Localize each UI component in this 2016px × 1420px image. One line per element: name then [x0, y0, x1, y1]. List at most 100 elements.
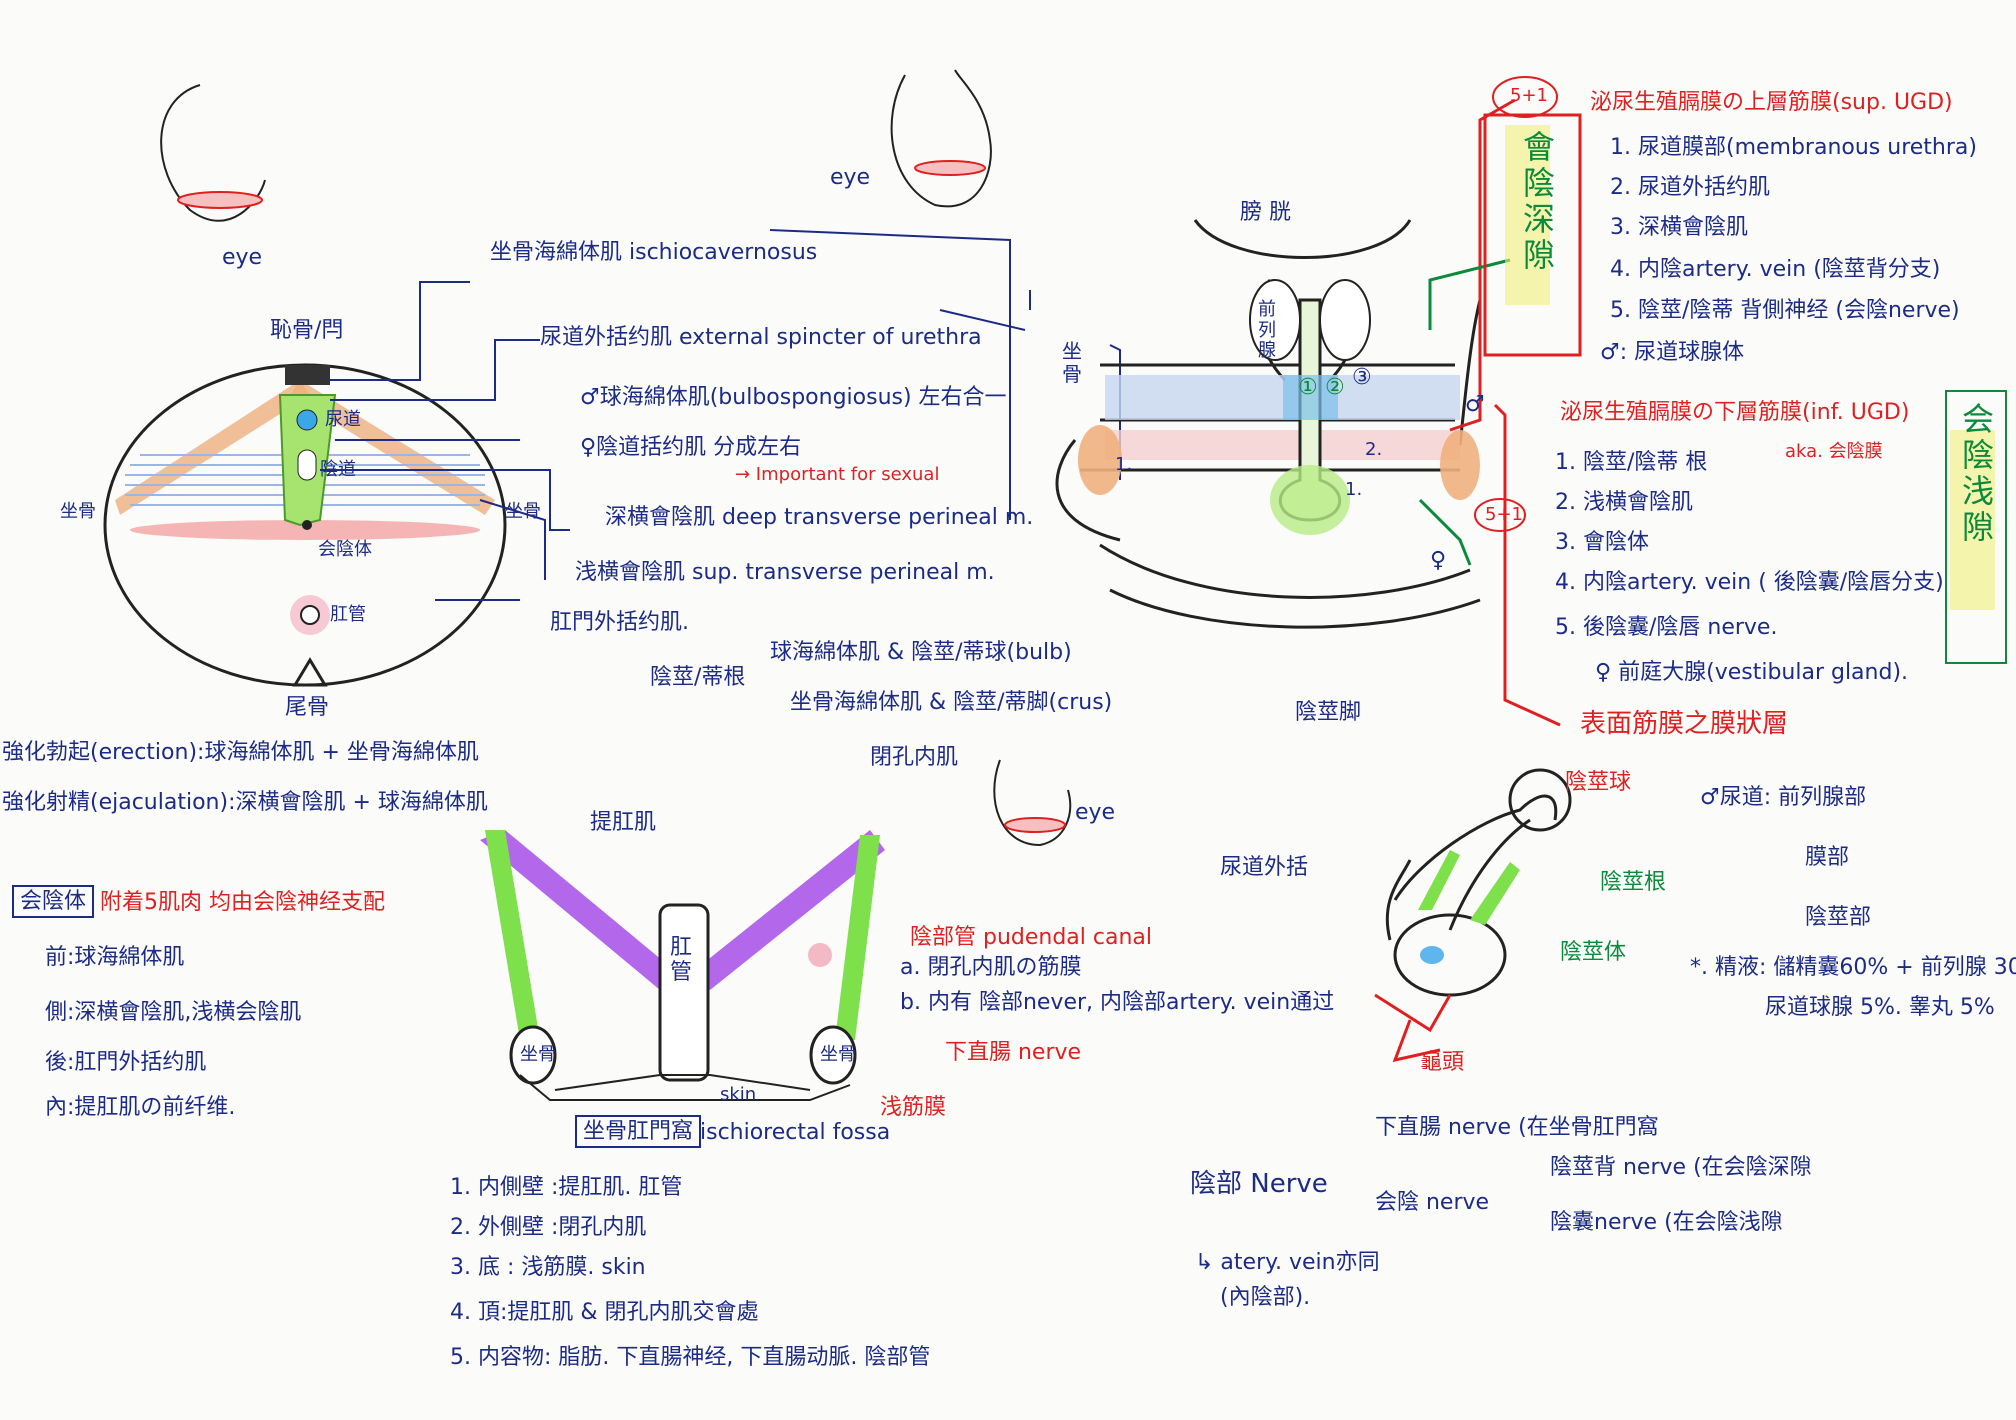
perineal-body-subtitle: 附着5肌肉 均由会陰神经支配 [100, 890, 385, 915]
superficial-pouch-box: 会陰浅隙 [1945, 390, 2007, 664]
glans-arrow [1374, 993, 1452, 1063]
fossa-b: b. 内有 陰部never, 内陰部artery. vein通过 [900, 990, 1335, 1015]
muscle-deep-transverse: 深横會陰肌 deep transverse perineal m. [605, 505, 1034, 530]
mark-2: 2. [1365, 439, 1383, 460]
anal-canal-label: 肛管 [670, 935, 693, 986]
mark-1: 1. [1115, 454, 1133, 475]
num-3: ③ [1352, 365, 1372, 390]
perineal-body-dot [302, 520, 312, 530]
perineal-body-label: 会陰体 [318, 539, 372, 560]
fossa-diagram [480, 830, 885, 1101]
five-plus-one-circle [1492, 76, 1558, 118]
muscle-vaginal-sphincter: ♀陰道括约肌 分成左右 [580, 435, 802, 460]
female-symbol: ♀ [1430, 548, 1447, 573]
eye-label-3: eye [1075, 800, 1116, 825]
fossa-wall-2: 2. 外側壁 :閉孔内肌 [450, 1215, 647, 1240]
yellow-deep [1505, 125, 1550, 305]
fossa-wall-4: 4. 頂:提肛肌 & 閉孔内肌交會處 [450, 1300, 759, 1325]
five-plus-one: 5+1 [1510, 85, 1548, 106]
nerve-title: 陰部 Nerve [1190, 1169, 1328, 1199]
section-ischium: 坐骨 [1062, 339, 1082, 386]
perineal-item-4: 內:提肛肌の前纤维. [45, 1095, 236, 1120]
deep-item-2: 2. 尿道外括约肌 [1610, 175, 1770, 200]
inf-rectal-label: 下直腸 nerve [945, 1040, 1082, 1065]
blue-band-section [1105, 375, 1460, 420]
five-plus-one-circle-b [1474, 498, 1526, 532]
perineal-item-3: 後:肛門外括约肌 [45, 1050, 207, 1075]
function-2: 強化射精(ejaculation):深横會陰肌 + 球海綿体肌 [2, 790, 488, 815]
superficial-header: 泌尿生殖膈膜の下層筋膜(inf. UGD) [1560, 400, 1910, 425]
urethra-label: 尿道 [325, 409, 361, 430]
body-label: 陰莖体 [1560, 940, 1627, 965]
eye-sketch-2 [890, 69, 992, 208]
pubis-block [285, 365, 330, 385]
bulb-label: 陰莖球 [1565, 770, 1632, 795]
muscle-bulbospongiosus: ♂球海綿体肌(bulbospongiosus) 左右合一 [580, 385, 1007, 410]
muscle-ischiocavernosus: 坐骨海綿体肌 ischiocavernosus [490, 240, 818, 265]
glans-label: 龜頭 [1420, 1050, 1465, 1075]
sup-fascia-label: 浅筋膜 [880, 1095, 947, 1120]
obturator-label: 閉孔内肌 [870, 745, 959, 770]
yellow-superficial [1950, 430, 1995, 610]
perineal-item-1: 前:球海綿体肌 [45, 945, 185, 970]
red-box-deep [1483, 113, 1582, 357]
deep-item-4: 4. 内陰artery. vein (陰莖背分支) [1610, 257, 1941, 282]
fossa-ischium-right: 坐骨 [820, 1044, 856, 1065]
fossa-ischium-left: 坐骨 [520, 1044, 556, 1065]
sup-item-3: 3. 會陰体 [1555, 530, 1649, 555]
nerve-note: ↳ atery. vein亦同 [1195, 1250, 1380, 1275]
deep-item-6: ♂: 尿道球腺体 [1600, 340, 1745, 365]
coccyx-tri [292, 657, 328, 687]
orange-band-left [115, 380, 310, 515]
red-band [130, 520, 480, 540]
semen-1: *. 精液: 儲精囊60% + 前列腺 30% [1690, 955, 2016, 980]
num-1: ① [1298, 375, 1318, 400]
male-symbol: ♂ [1465, 392, 1485, 417]
sup-item-4: 4. 内陰artery. vein ( 後陰囊/陰唇分支) [1555, 570, 1944, 595]
orange-crus-left [1078, 425, 1122, 495]
coccyx-label: 尾骨 [285, 695, 330, 720]
sup-item-6: ♀ 前庭大腺(vestibular gland). [1595, 660, 1909, 685]
fossa-a: a. 閉孔内肌の筋膜 [900, 955, 1082, 980]
muscle-sup-transverse: 浅横會陰肌 sup. transverse perineal m. [575, 560, 995, 585]
five-plus-one-b: 5+1 [1485, 504, 1523, 525]
deep-pouch-box: 會陰深隙 [1518, 130, 1556, 274]
blue-sphincter [1283, 375, 1338, 420]
sup-item-aka: aka. 会陰膜 [1785, 441, 1883, 462]
skin-label: skin [720, 1084, 757, 1105]
urethra-male: ♂尿道: 前列腺部 [1700, 785, 1867, 810]
penis-diagram [1385, 768, 1572, 997]
pink-band-section [1105, 430, 1460, 460]
nerve-branch-2: 会陰 nerve [1375, 1190, 1490, 1215]
eye-label-1: eye [222, 245, 263, 270]
deep-header: 泌尿生殖膈膜の上層筋膜(sup. UGD) [1590, 90, 1953, 115]
crus-label: 陰莖脚 [1295, 700, 1362, 725]
callout-lines [1418, 98, 1561, 727]
muscle-anal-sphincter: 肛門外括约肌. [550, 610, 689, 635]
eye-sketch-3 [993, 759, 1072, 847]
nerve-note-2: (內陰部). [1220, 1285, 1311, 1310]
fossa-title-en: ischiorectal fossa [700, 1120, 891, 1145]
sup-item-2: 2. 浅横會陰肌 [1555, 490, 1693, 515]
eye-sketch-1 [160, 84, 266, 222]
sup-item-5: 5. 後陰囊/陰唇 nerve. [1555, 615, 1778, 640]
function-1: 強化勃起(erection):球海綿体肌 + 坐骨海綿体肌 [2, 740, 479, 765]
deep-item-1: 1. 尿道膜部(membranous urethra) [1610, 135, 1977, 160]
bulb-green [1270, 465, 1350, 535]
anus-dot [300, 605, 320, 625]
urethra-membranous: 膜部 [1805, 845, 1850, 870]
root-item-1: 球海綿体肌 & 陰莖/蒂球(bulb) [770, 640, 1072, 665]
deep-item-3: 3. 深横會陰肌 [1610, 215, 1748, 240]
penis-green-1 [1418, 850, 1460, 910]
perineal-item-2: 側:深横會陰肌,浅横会陰肌 [45, 1000, 302, 1025]
urethra-spongy: 陰莖部 [1805, 905, 1872, 930]
perineal-body-title: 会陰体 [12, 885, 95, 919]
sup-item-1: 1. 陰莖/陰蒂 根 [1555, 450, 1708, 475]
vagina-label: 陰道 [320, 459, 356, 480]
fossa-wall-5: 5. 内容物: 脂肪. 下直腸神经, 下直腸动脈. 陰部管 [450, 1345, 931, 1370]
num-2: ② [1325, 375, 1345, 400]
orange-crus-right [1440, 430, 1480, 500]
root-penis-label: 陰莖根 [1600, 870, 1667, 895]
urethra-dot [296, 409, 318, 431]
levator-label: 提肛肌 [590, 810, 657, 835]
